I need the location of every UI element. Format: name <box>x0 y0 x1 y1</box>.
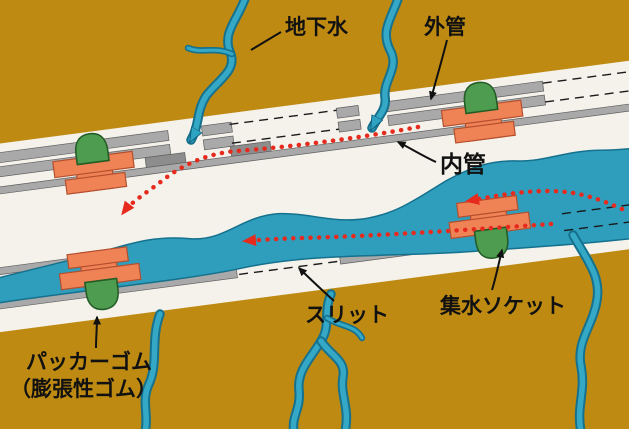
flow-path-right <box>465 188 625 212</box>
groundwater-leader-line <box>250 31 282 51</box>
label-packer-rubber: パッカーゴム <box>26 350 152 374</box>
flow-path-top <box>120 124 421 216</box>
groundwater-stream <box>142 311 163 429</box>
socket-flange <box>453 120 516 144</box>
collecting-socket-arrow <box>491 248 505 291</box>
packer-rubber-dome <box>83 277 119 311</box>
inner-pipe-arrow <box>396 141 437 163</box>
flow-path-middle <box>242 221 554 247</box>
socket-flange <box>64 171 128 195</box>
packer-rubber-arrow <box>92 315 101 349</box>
groundwater-stream-branch <box>325 316 364 340</box>
labels: 地下水 外管 内管 スリット 集水ソケット パッカーゴム （膨張性ゴム） <box>10 15 566 401</box>
socket-flange <box>455 194 519 218</box>
water-flow-arrows <box>120 124 625 247</box>
label-arrows <box>92 31 505 349</box>
packer-rubber-dome <box>74 132 110 166</box>
label-collecting-socket: 集水ソケット <box>439 294 566 318</box>
groundwater-stream <box>188 0 248 140</box>
groundwater-stream-branch <box>186 46 234 56</box>
socket-flange <box>66 246 130 270</box>
label-inner-pipe: 内管 <box>440 151 486 177</box>
outer-pipe-top-slits <box>229 70 629 144</box>
outer-pipe-arrow <box>429 39 448 101</box>
groundwater-streams <box>140 0 603 429</box>
borehole-band <box>0 50 629 341</box>
groundwater-stream <box>570 232 601 429</box>
label-slit: スリット <box>305 304 389 327</box>
slit-arrow <box>297 266 335 302</box>
label-outer-pipe: 外管 <box>424 15 466 39</box>
groundwater-stream-branch <box>318 338 350 429</box>
outer-pipe-bottom-slits-right <box>561 201 629 232</box>
collecting-socket-top-left <box>52 132 135 195</box>
pipe-segment <box>337 118 362 133</box>
groundwater-stream <box>369 0 401 128</box>
packer-rubber-dome <box>463 81 499 115</box>
collecting-socket-bottom-left <box>58 246 142 311</box>
label-packer-rubber-note: （膨張性ゴム） <box>10 377 157 401</box>
pipe-segment <box>335 105 360 119</box>
label-groundwater: 地下水 <box>285 15 349 39</box>
pipe-segment <box>202 135 235 151</box>
collecting-socket-top-right <box>440 81 524 144</box>
